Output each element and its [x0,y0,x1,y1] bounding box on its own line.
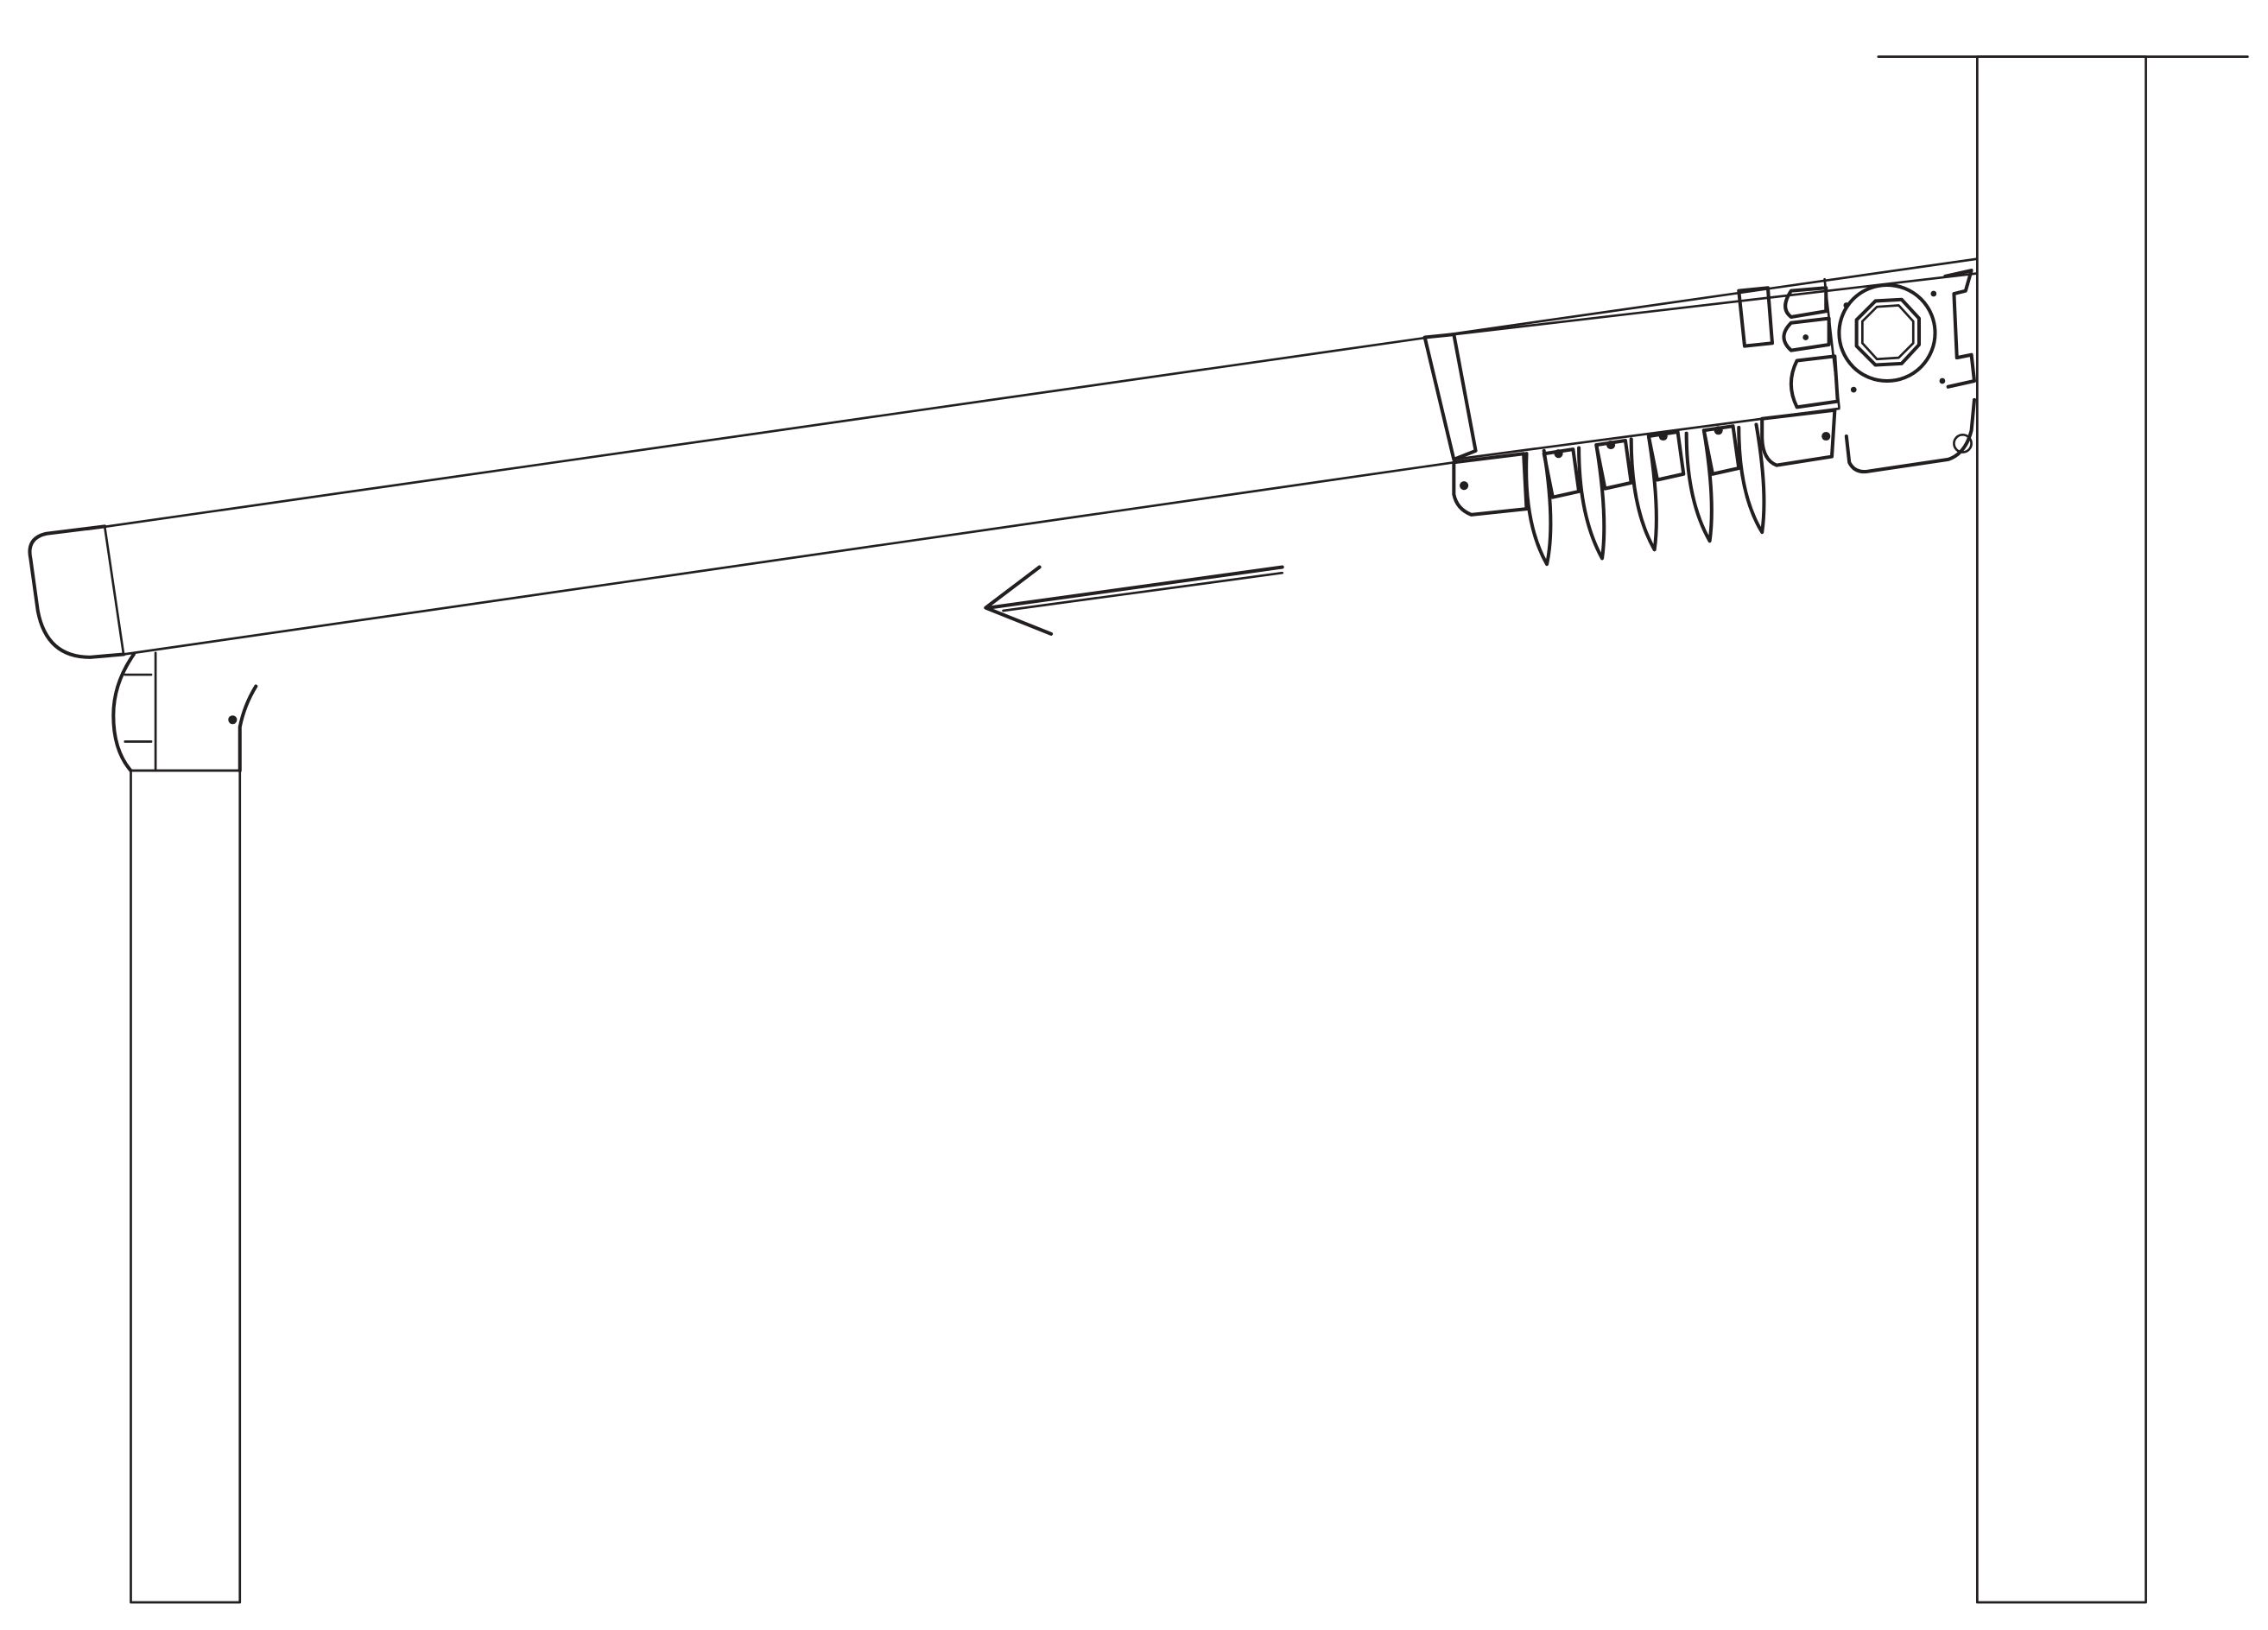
right-post [1975,55,2147,1604]
octagon-shaft [1854,297,1922,367]
folded-panels [1452,408,1837,567]
left-post [130,769,242,1604]
roof-beam [28,257,1979,659]
direction-arrow [984,565,1284,636]
motor-ring [1837,282,1937,384]
left-bracket [111,651,258,773]
end-cap [28,524,126,659]
motor-housing [1422,269,1979,474]
